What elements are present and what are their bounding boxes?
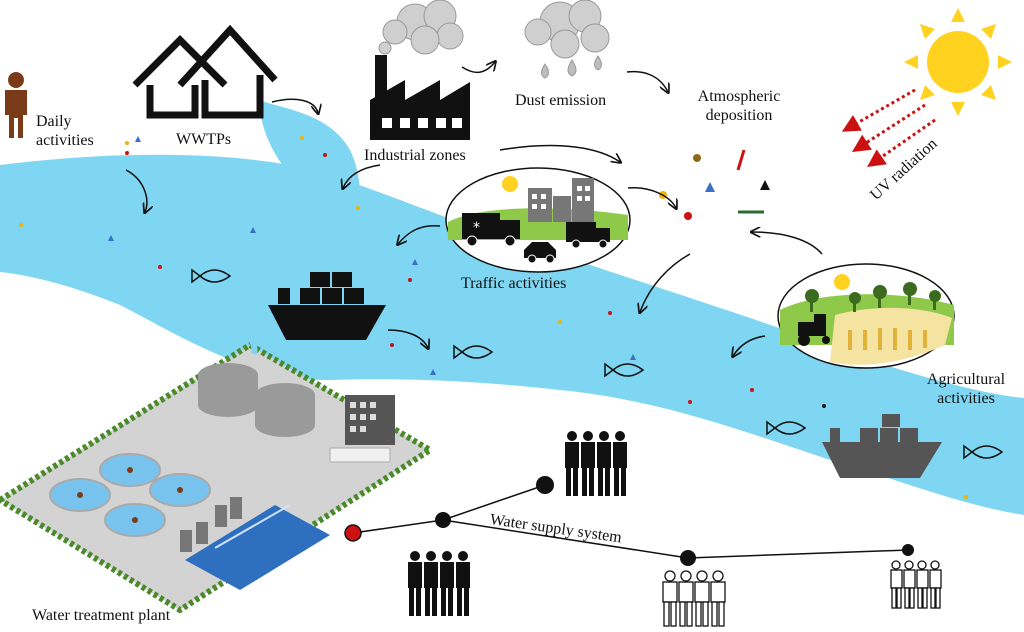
label-dust-emission: Dust emission [515, 92, 607, 109]
label-industrial-zones: Industrial zones [364, 147, 466, 164]
car-icon [524, 242, 556, 264]
source-node [344, 524, 362, 542]
uv-radiation-arrows [841, 88, 936, 168]
flow-arrows [125, 62, 823, 356]
cloud-icon [378, 0, 464, 55]
label-atmospheric-deposition: Atmospheric deposition [697, 88, 781, 124]
pollutant-particles [19, 136, 968, 499]
fish-icon [191, 268, 1004, 460]
people-group-icon [408, 431, 627, 616]
building-icon [329, 395, 395, 463]
city-traffic-icon: * [445, 167, 631, 273]
label-daily-activities: Daily activities [36, 113, 94, 149]
label-agricultural-activities: Agricultural activities [926, 371, 1006, 407]
truck-icon [566, 222, 610, 249]
factory-icon [370, 55, 470, 140]
water-supply-network [344, 476, 914, 566]
label-wwtps: WWTPs [176, 131, 232, 148]
truck-icon: * [462, 213, 520, 247]
label-traffic-activities: Traffic activities [461, 275, 567, 292]
water-treatment-plant [0, 336, 436, 614]
people-group-icon [662, 560, 942, 627]
label-water-treatment-plant: Water treatment plant [32, 607, 171, 624]
ship-icon [268, 272, 386, 340]
tractor-icon [798, 314, 830, 346]
ship-icon [822, 414, 942, 478]
svg-text:*: * [473, 220, 480, 236]
cloud-icon [524, 0, 610, 79]
farm-icon [777, 263, 955, 369]
person-icon [5, 72, 27, 138]
atmospheric-particles [659, 149, 770, 220]
sun-icon [904, 8, 1012, 116]
houses-icon [132, 24, 278, 119]
